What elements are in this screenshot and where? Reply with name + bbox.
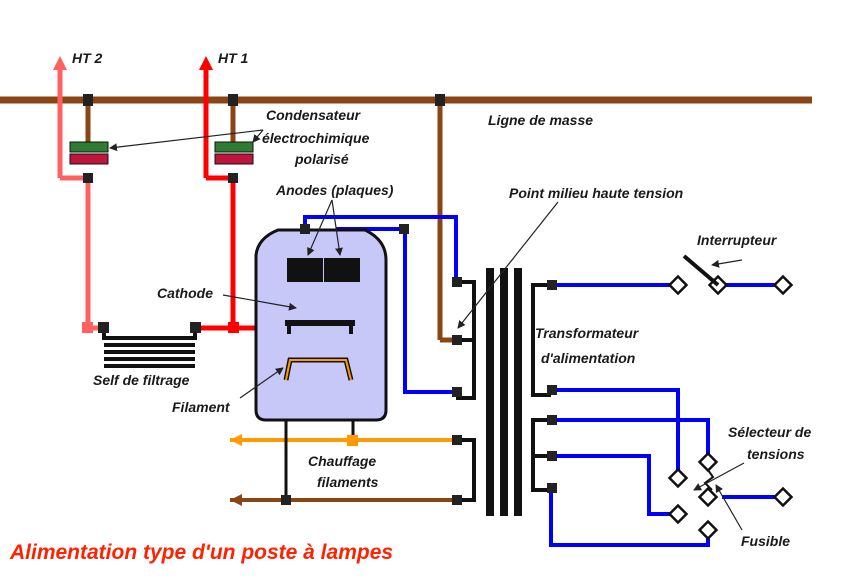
terminal-dots — [82, 94, 557, 505]
label-cathode: Cathode — [157, 285, 213, 301]
heater-arrow-icon — [230, 434, 242, 446]
label-transformer-2: d'alimentation — [541, 350, 635, 366]
switch — [667, 254, 794, 296]
diagram-title: Alimentation type d'un poste à lampes — [9, 541, 393, 564]
label-heating-2: filaments — [317, 474, 379, 490]
midpoint-ground-wire — [437, 100, 456, 343]
label-capacitor-3: polarisé — [294, 151, 349, 167]
label-midpoint: Point milieu haute tension — [509, 185, 683, 201]
ht2-arrow-icon — [53, 56, 67, 70]
voltage-selector — [667, 451, 794, 541]
transformer — [456, 268, 551, 516]
capacitor-ht1 — [214, 141, 254, 165]
label-choke: Self de filtrage — [93, 372, 190, 388]
label-ht1: HT 1 — [218, 50, 249, 66]
heater-return-arrow-icon — [230, 494, 242, 506]
fuse-icon — [703, 469, 715, 491]
label-selector-1: Sélecteur de — [728, 424, 811, 440]
annotation-arrows — [109, 129, 745, 531]
label-heating-1: Chauffage — [308, 453, 376, 469]
anode-2 — [324, 258, 360, 282]
label-capacitor-2: électrochimique — [262, 130, 370, 146]
label-ht2: HT 2 — [72, 50, 103, 66]
label-anodes: Anodes (plaques) — [275, 182, 394, 198]
label-switch: Interrupteur — [697, 232, 778, 248]
vacuum-tube — [254, 228, 388, 422]
capacitor-stems — [85, 100, 236, 142]
filter-choke — [102, 328, 197, 368]
label-filament: Filament — [172, 399, 231, 415]
ht2-wire — [57, 70, 104, 331]
label-selector-2: tensions — [747, 446, 805, 462]
cathode — [285, 320, 355, 326]
label-capacitor-1: Condensateur — [266, 107, 362, 123]
ht1-arrow-icon — [199, 56, 213, 70]
label-ground-line: Ligne de masse — [488, 112, 593, 128]
label-transformer-1: Transformateur — [535, 325, 640, 341]
label-fuse: Fusible — [741, 533, 790, 549]
capacitor-ht2 — [69, 141, 109, 165]
anode-1 — [287, 258, 323, 282]
